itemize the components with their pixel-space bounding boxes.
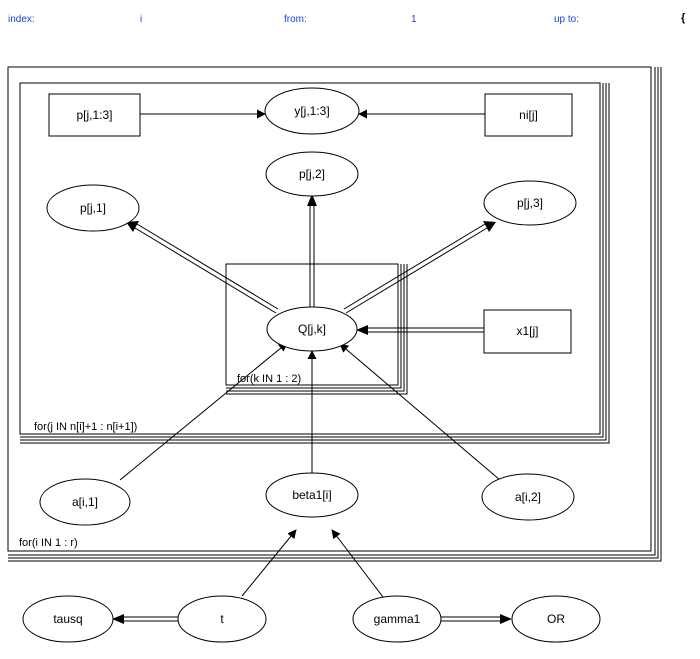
- node-gamma1[interactable]: gamma1: [352, 595, 442, 643]
- plate-j[interactable]: [19, 82, 610, 444]
- svg-text:x1[j]: x1[j]: [516, 324, 538, 338]
- node-n-i-j[interactable]: ni[j]: [484, 93, 573, 137]
- index-label: index:: [8, 14, 35, 25]
- node-beta1-i[interactable]: beta1[i]: [265, 472, 359, 518]
- svg-text:p[j,1]: p[j,1]: [80, 201, 106, 215]
- svg-text:beta1[i]: beta1[i]: [292, 488, 331, 502]
- index-value: i: [140, 14, 143, 25]
- node-tausq[interactable]: tausq: [22, 595, 114, 643]
- edge-t-to-beta: [241, 529, 297, 597]
- edges-logical: [122, 205, 502, 622]
- svg-text:gamma1: gamma1: [374, 612, 421, 626]
- svg-text:tausq: tausq: [53, 612, 82, 626]
- svg-text:p[j,2]: p[j,2]: [299, 167, 325, 181]
- edges-stochastic: [119, 109, 501, 598]
- svg-text:a[i,2]: a[i,2]: [515, 490, 541, 504]
- node-x1-j[interactable]: x1[j]: [483, 309, 572, 354]
- svg-text:OR: OR: [547, 612, 565, 626]
- node-a-i-1[interactable]: a[i,1]: [39, 478, 131, 526]
- node-y-j-1to3[interactable]: y[j,1:3]: [264, 87, 360, 135]
- plate-i[interactable]: [7, 66, 662, 562]
- arrowheads-logical: [112, 194, 512, 624]
- svg-text:p[j,3]: p[j,3]: [517, 196, 543, 210]
- edge-a1-to-q: [119, 342, 288, 481]
- plate-j-label: for(j IN n[i]+1 : n[i+1]): [34, 421, 137, 433]
- svg-text:p[j,1:3]: p[j,1:3]: [76, 108, 112, 122]
- edge-mark: {: [681, 12, 686, 24]
- node-a-i-2[interactable]: a[i,2]: [481, 473, 575, 521]
- upto-label: up to:: [554, 14, 580, 25]
- node-p-j-2[interactable]: p[j,2]: [265, 151, 359, 197]
- node-q-jk[interactable]: Q[j,k]: [266, 306, 358, 352]
- plate-k-label: for(k IN 1 : 2): [237, 373, 301, 385]
- svg-text:ni[j]: ni[j]: [519, 108, 538, 122]
- svg-text:y[j,1:3]: y[j,1:3]: [294, 104, 329, 118]
- svg-text:t: t: [220, 612, 224, 626]
- node-t[interactable]: t: [177, 595, 267, 643]
- node-p-j-3[interactable]: p[j,3]: [483, 180, 577, 226]
- svg-text:Q[j,k]: Q[j,k]: [298, 322, 326, 336]
- edge-gamma-to-beta: [331, 529, 384, 598]
- node-or[interactable]: OR: [511, 595, 601, 643]
- from-value: 1: [411, 14, 417, 25]
- from-label: from:: [284, 14, 307, 25]
- svg-text:a[i,1]: a[i,1]: [72, 495, 98, 509]
- edge-a2-to-q: [339, 343, 501, 481]
- node-p-j-1to3[interactable]: p[j,1:3]: [48, 93, 141, 137]
- node-p-j-1[interactable]: p[j,1]: [46, 184, 140, 232]
- plate-i-label: for(i IN 1 : r): [19, 537, 78, 549]
